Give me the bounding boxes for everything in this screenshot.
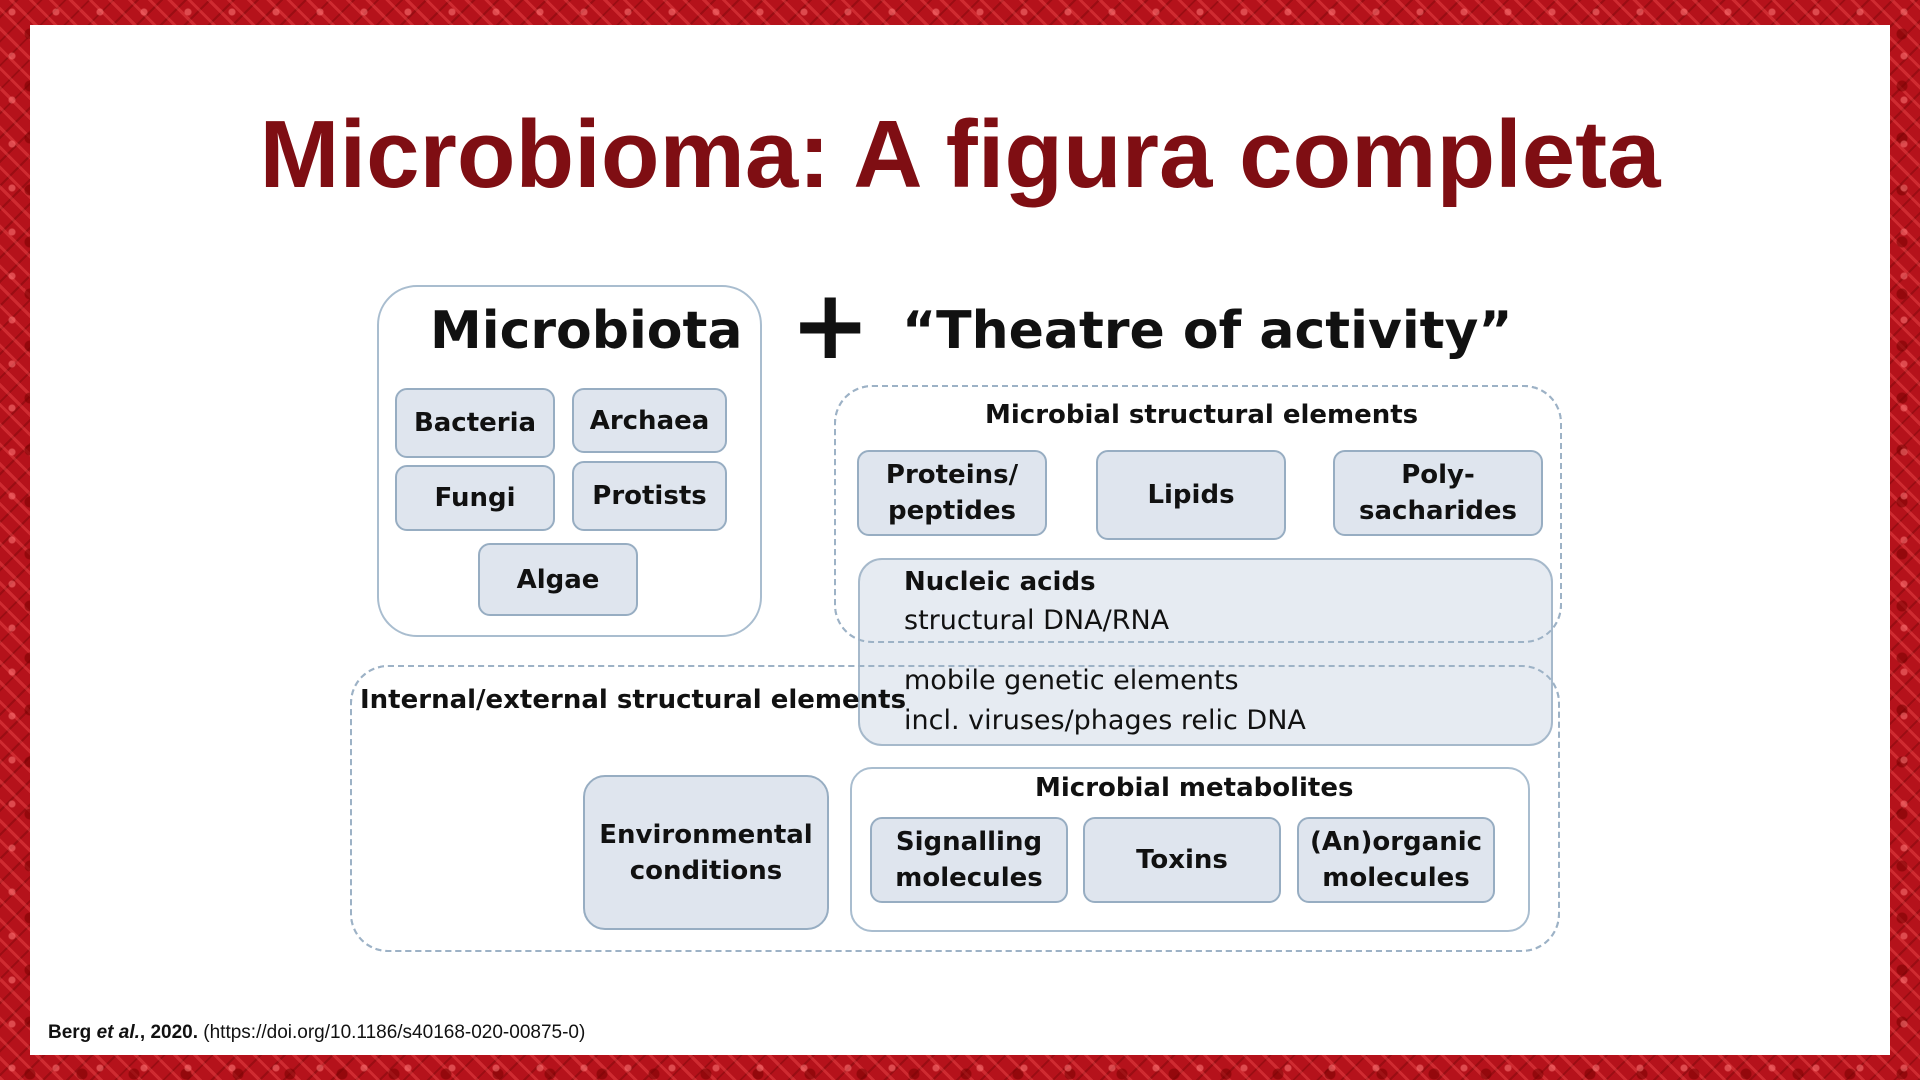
pill-algae: Algae [478, 543, 638, 616]
theatre-title: “Theatre of activity” [902, 301, 1513, 361]
nucleic-line-mobile: mobile genetic elements [904, 665, 1239, 696]
nucleic-line-viruses: incl. viruses/phages relic DNA [904, 705, 1306, 736]
pill-toxins: Toxins [1083, 817, 1281, 903]
microbiota-title: Microbiota [430, 301, 743, 361]
pill-bacteria: Bacteria [395, 388, 555, 458]
microbial-structural-title: Microbial structural elements [985, 400, 1419, 430]
nucleic-line-structural: structural DNA/RNA [904, 605, 1170, 636]
citation-etal: et al. [96, 1022, 140, 1043]
pill-fungi: Fungi [395, 465, 555, 531]
slide-title: Microbioma: A figura completa [259, 101, 1661, 208]
pill-archaea: Archaea [572, 388, 727, 453]
pill-polysacharides: Poly- sacharides [1333, 450, 1543, 536]
internal-external-title: Internal/external structural elements [360, 685, 907, 715]
microbiome-diagram: Microbiota Bacteria Archaea Fungi Protis… [340, 275, 1580, 965]
pill-lipids: Lipids [1096, 450, 1286, 540]
citation-doi-link[interactable]: (https://doi.org/10.1186/s40168-020-0087… [203, 1022, 586, 1043]
pill-anorganic-molecules: (An)organic molecules [1297, 817, 1495, 903]
citation: Berg et al., 2020. (https://doi.org/10.1… [48, 1022, 585, 1044]
pill-environmental-conditions: Environmental conditions [583, 775, 829, 930]
metabolites-title: Microbial metabolites [1035, 773, 1354, 803]
citation-author: Berg [48, 1022, 92, 1043]
pill-proteins-peptides: Proteins/ peptides [857, 450, 1047, 536]
pill-protists: Protists [572, 461, 727, 531]
nucleic-acids-title: Nucleic acids [904, 567, 1096, 597]
nucleic-acids-box [858, 558, 1553, 746]
plus-sign: + [790, 269, 871, 381]
pill-signalling-molecules: Signalling molecules [870, 817, 1068, 903]
citation-year: , 2020. [139, 1022, 198, 1043]
